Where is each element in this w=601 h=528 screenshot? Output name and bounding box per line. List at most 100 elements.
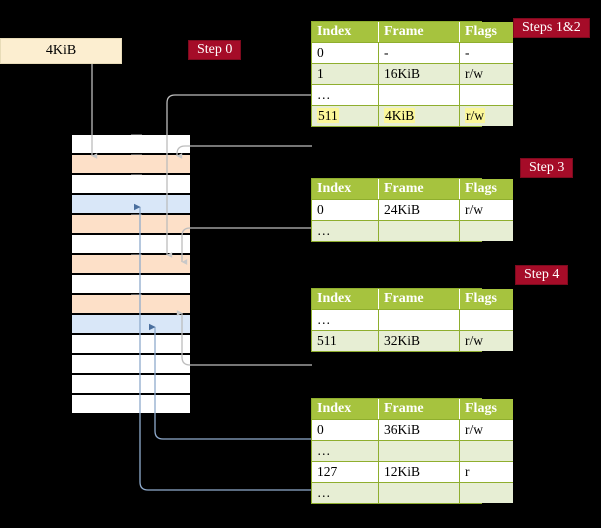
connector-t3-32kib-to-memory <box>176 310 312 366</box>
memory-frame-tick <box>131 174 142 175</box>
table-row: … <box>312 220 513 241</box>
cell-flags: r/w <box>459 199 513 221</box>
memory-frame-row <box>71 194 191 214</box>
cell-flags: - <box>459 42 513 64</box>
memory-frame-row <box>71 174 191 194</box>
memory-frame-tick <box>131 154 142 155</box>
badge-steps-1-2: Steps 1&2 <box>513 18 590 39</box>
column-header-frame: Frame <box>378 289 460 310</box>
cell-index: 1 <box>312 63 379 85</box>
cell-index: … <box>312 482 379 503</box>
memory-frame-row <box>71 314 191 334</box>
cell-frame <box>378 84 460 106</box>
cell-flags <box>459 309 513 331</box>
cell-frame: 16KiB <box>378 63 460 85</box>
cell-flags <box>459 220 513 241</box>
column-header-index: Index <box>312 289 379 310</box>
column-header-frame: Frame <box>378 179 460 200</box>
column-header-index: Index <box>312 399 379 420</box>
table-row: … <box>312 84 513 106</box>
physical-memory-column <box>71 134 191 414</box>
memory-frame-tick <box>131 134 142 135</box>
cell-frame: 4KiB <box>378 105 460 126</box>
connector-t2-24kib-to-memory <box>181 227 312 265</box>
cell-index: 0 <box>312 42 379 64</box>
memory-frame-row <box>71 334 191 354</box>
highlighted-value: r/w <box>465 108 485 123</box>
cell-index: … <box>312 84 379 106</box>
badge-step-4: Step 4 <box>515 265 569 286</box>
cell-flags: r <box>459 461 513 483</box>
memory-frame-row <box>71 214 191 234</box>
column-header-index: Index <box>312 179 379 200</box>
page-4kib-label: 4KiB <box>45 43 77 59</box>
memory-frame-row <box>71 294 191 314</box>
cell-flags: r/w <box>459 105 513 126</box>
badge-step-0-label: Step 0 <box>197 42 233 57</box>
cell-flags: r/w <box>459 419 513 441</box>
cell-frame: 12KiB <box>378 461 460 483</box>
cell-frame: - <box>378 42 460 64</box>
cell-index: 127 <box>312 461 379 483</box>
cell-frame <box>378 482 460 503</box>
cell-frame <box>378 220 460 241</box>
memory-frame-row <box>71 394 191 414</box>
cell-index: … <box>312 309 379 331</box>
cell-flags <box>459 482 513 503</box>
memory-frame-row <box>71 374 191 394</box>
cell-flags: r/w <box>459 63 513 85</box>
cell-index: … <box>312 440 379 462</box>
highlighted-value: 4KiB <box>384 108 416 123</box>
cell-flags <box>459 440 513 462</box>
badge-step-3-label: Step 3 <box>529 160 565 175</box>
cell-flags: r/w <box>459 330 513 351</box>
cell-index: 0 <box>312 199 379 221</box>
cell-index: 0 <box>312 419 379 441</box>
table-row: … <box>312 309 513 331</box>
memory-frame-tick <box>131 294 142 295</box>
column-header-index: Index <box>312 22 379 43</box>
cell-frame: 36KiB <box>378 419 460 441</box>
cell-index: … <box>312 220 379 241</box>
table-row: 0-- <box>312 42 513 64</box>
memory-frame-tick <box>131 254 142 255</box>
table-row: … <box>312 440 513 462</box>
cell-frame <box>378 309 460 331</box>
cell-frame: 32KiB <box>378 330 460 351</box>
column-header-flags: Flags <box>459 289 513 310</box>
table-row: 511 4KiB r/w <box>312 105 513 126</box>
badge-step-4-label: Step 4 <box>524 267 560 282</box>
memory-frame-row <box>71 134 191 154</box>
page-4kib-box: 4KiB <box>0 38 122 64</box>
memory-frame-tick <box>131 214 142 215</box>
memory-frame-row <box>71 154 191 174</box>
memory-frame-row <box>71 274 191 294</box>
connector-t1-4kib-to-memory <box>176 145 312 159</box>
column-header-frame: Frame <box>378 399 460 420</box>
column-header-frame: Frame <box>378 22 460 43</box>
badge-step-3: Step 3 <box>520 158 574 179</box>
memory-frame-row <box>71 254 191 274</box>
column-header-flags: Flags <box>459 399 513 420</box>
badge-step-0: Step 0 <box>188 40 242 61</box>
column-header-flags: Flags <box>459 22 513 43</box>
table-row: … <box>312 482 513 503</box>
badge-steps-1-2-label: Steps 1&2 <box>522 20 581 35</box>
memory-frame-row <box>71 234 191 254</box>
cell-index: 511 <box>312 105 379 126</box>
memory-frame-row <box>71 354 191 374</box>
cell-flags <box>459 84 513 106</box>
